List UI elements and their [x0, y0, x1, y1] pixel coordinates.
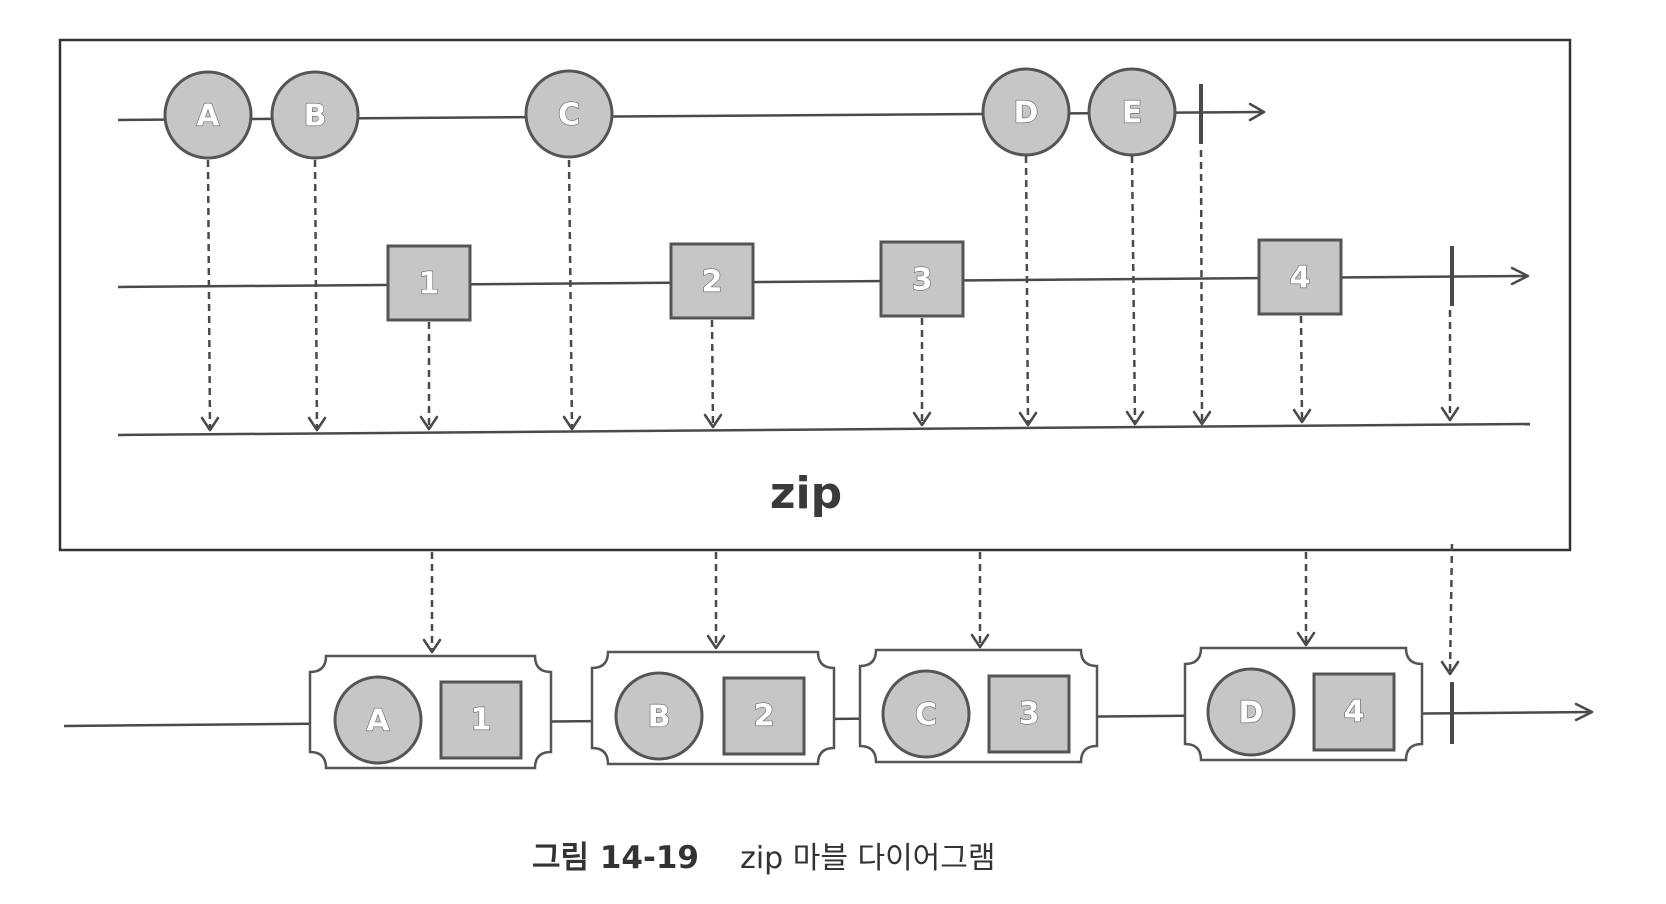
letter-node-label: B [304, 99, 327, 134]
figure-caption: 그림 14-19 zip 마블 다이어그램 [532, 840, 995, 876]
number-node-label: 1 [419, 267, 440, 302]
caption-number: 그림 14-19 [532, 840, 699, 876]
result-pair-b2: B 2 [590, 650, 836, 766]
number-node-1: 1 [386, 244, 472, 322]
result-pair-d4: D 4 [1183, 646, 1424, 762]
number-node-label: 3 [912, 263, 933, 298]
letter-node-c: C [524, 69, 614, 159]
result-letter-label: D [1239, 696, 1264, 731]
number-node-2: 2 [669, 242, 755, 320]
number-node-3: 3 [879, 240, 965, 318]
letter-node-label: C [558, 98, 580, 133]
letter-node-label: D [1014, 96, 1039, 131]
letter-node-a: A [163, 70, 253, 160]
letter-node-label: E [1122, 96, 1143, 131]
operator-timeline [117, 422, 1531, 437]
result-number-label: 1 [471, 703, 492, 738]
letter-node-e: E [1087, 67, 1177, 157]
result-pairs: A 1 B 2 C 3 D 4 [308, 646, 1424, 770]
letters-timeline-arrow [1248, 102, 1266, 122]
number-node-4: 4 [1257, 238, 1343, 316]
letter-nodes: A B C D E [163, 67, 1177, 160]
caption-text: zip 마블 다이어그램 [740, 841, 995, 876]
operator-label: zip [770, 468, 842, 519]
number-nodes: 1 2 3 4 [386, 238, 1343, 322]
number-dashed-arrows [419, 310, 1460, 431]
letter-node-d: D [981, 67, 1071, 157]
result-timeline-arrow [1574, 702, 1594, 722]
result-pair-a1: A 1 [308, 654, 553, 770]
operator-frame [58, 38, 1572, 552]
output-dashed-arrows [422, 543, 1460, 676]
result-number-label: 3 [1019, 697, 1040, 732]
result-letter-label: C [915, 698, 937, 733]
numbers-timeline-arrow [1510, 266, 1530, 286]
result-number-label: 4 [1344, 695, 1365, 730]
letter-node-b: B [270, 70, 360, 160]
result-pair-c3: C 3 [858, 648, 1099, 764]
number-node-label: 4 [1290, 261, 1311, 296]
letter-node-label: A [196, 99, 220, 134]
result-letter-label: A [366, 704, 390, 739]
number-node-label: 2 [702, 265, 723, 300]
letter-dashed-arrows [200, 149, 1212, 432]
result-letter-label: B [648, 700, 671, 735]
result-number-label: 2 [754, 699, 775, 734]
